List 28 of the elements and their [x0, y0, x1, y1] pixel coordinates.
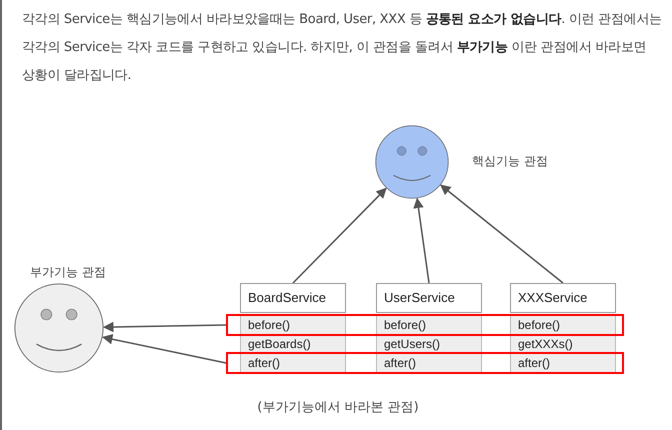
class-name: UserService — [384, 290, 455, 305]
method-row: before() — [376, 316, 482, 334]
method-row: getBoards() — [240, 336, 346, 352]
method-row: after() — [510, 354, 616, 372]
caption: (부가기능에서 바라본 관점) — [256, 399, 420, 416]
arrow — [413, 198, 430, 284]
class-name: XXXService — [518, 290, 588, 305]
arrow — [292, 188, 387, 284]
smiley-face-drawing — [375, 125, 449, 199]
paragraph: 각각의 Service는 핵심기능에서 바라보았을때는 Board, User, XXX 등 공통된 요소가 없습니다. 이런 관점에서는 각각의 Service는 각자 코드를 구현하고 있습니다. 하지만, 이 관점을 돌려서 부가기능 이란 관점에서 바라보면 상황이 달라집니다. — [22, 11, 662, 85]
highlight-box — [226, 314, 624, 336]
method-row: before() — [510, 316, 616, 334]
class-box — [240, 283, 346, 313]
class-name: BoardService — [248, 290, 326, 305]
method-row: after() — [240, 354, 346, 372]
perspective-label: 핵심기능 관점 — [472, 153, 548, 170]
highlight-box — [226, 352, 624, 374]
smiley-face-drawing — [14, 283, 104, 373]
class-box — [510, 283, 616, 313]
arrow — [102, 322, 226, 332]
perspective-label: 부가기능 관점 — [30, 264, 106, 281]
method-row: getXXXs() — [510, 336, 616, 352]
class-box — [376, 283, 482, 313]
arrow — [102, 334, 226, 364]
method-row: after() — [376, 354, 482, 372]
method-row: before() — [240, 316, 346, 334]
method-row: getUsers() — [376, 336, 482, 352]
arrow — [440, 184, 564, 284]
